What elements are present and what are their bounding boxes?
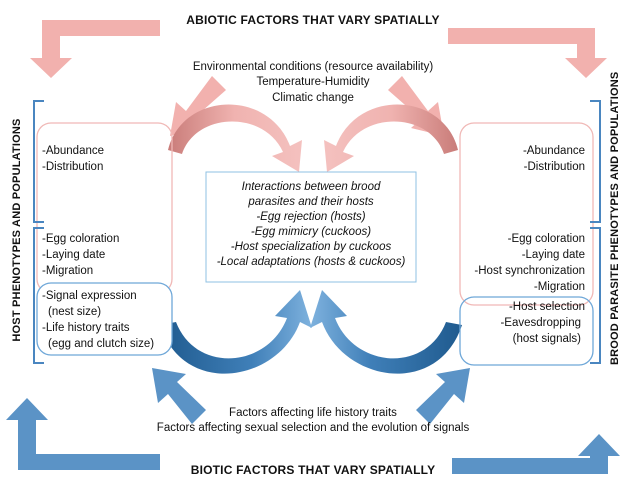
env-line-2: Temperature-Humidity xyxy=(256,76,370,88)
left-nest-size: (nest size) xyxy=(48,306,102,318)
top-title: ABIOTIC FACTORS THAT VARY SPATIALLY xyxy=(186,13,440,27)
right-migration: -Migration xyxy=(533,281,585,293)
env-line-3: Climatic change xyxy=(272,92,354,104)
pink-curved-arrow-left xyxy=(168,104,302,172)
right-distribution: -Distribution xyxy=(523,161,585,173)
left-abundance: -Abundance xyxy=(42,145,105,157)
right-host-selection: -Host selection xyxy=(508,301,585,313)
center-line-1: Interactions between brood xyxy=(241,181,381,193)
right-pink-box xyxy=(459,122,594,306)
bottom-line-2: Factors affecting sexual selection and t… xyxy=(156,422,470,434)
left-egg-coloration: -Egg coloration xyxy=(42,233,120,245)
right-blue-box xyxy=(459,296,594,366)
left-blue-box xyxy=(36,282,173,356)
left-life-history: -Life history traits xyxy=(42,322,130,334)
left-signal-expression: -Signal expression xyxy=(42,290,137,302)
center-box xyxy=(205,171,417,283)
left-bracket-lower xyxy=(33,227,44,364)
bottom-line-1: Factors affecting life history traits xyxy=(229,407,397,419)
center-line-2: parasites and their hosts xyxy=(248,196,374,208)
biotic-arrow-bottom-right xyxy=(452,434,620,474)
left-laying-date: -Laying date xyxy=(42,249,106,261)
left-migration: -Migration xyxy=(42,265,94,277)
right-laying-date: -Laying date xyxy=(521,249,585,261)
abiotic-arrow-diag-left xyxy=(170,76,226,136)
right-eavesdropping: -Eavesdropping xyxy=(500,317,581,329)
right-host-synchronization: -Host synchronization xyxy=(474,265,585,277)
biotic-arrow-diag-right xyxy=(416,368,470,424)
blue-curved-arrow-left xyxy=(160,290,312,374)
abiotic-arrow-top-left xyxy=(30,20,160,78)
env-line-1: Environmental conditions (resource avail… xyxy=(192,61,434,73)
right-abundance: -Abundance xyxy=(522,145,585,157)
bottom-title: BIOTIC FACTORS THAT VARY SPATIALLY xyxy=(190,463,436,477)
left-distribution: -Distribution xyxy=(42,161,104,173)
right-egg-coloration: -Egg coloration xyxy=(507,233,585,245)
right-host-signals: (host signals) xyxy=(512,333,581,345)
center-line-4: -Egg mimicry (cuckoos) xyxy=(250,226,372,238)
center-line-6: -Local adaptations (hosts & cuckoos) xyxy=(216,256,406,268)
center-line-3: -Egg rejection (hosts) xyxy=(256,211,366,223)
blue-curved-arrow-right xyxy=(310,290,462,374)
abiotic-arrow-top-right xyxy=(448,28,607,78)
right-bracket-upper xyxy=(590,100,601,223)
biotic-arrow-diag-left xyxy=(152,368,206,424)
right-bracket-lower xyxy=(590,227,601,364)
right-side-title: BROOD PARASITE PHENOTYPES AND POPULATION… xyxy=(609,71,621,365)
left-side-title: HOST PHENOTYPES AND POPULATIONS xyxy=(11,118,23,342)
biotic-arrow-bottom-left xyxy=(6,398,160,470)
pink-curved-arrow-right xyxy=(324,104,458,172)
center-line-5: -Host specialization by cuckoos xyxy=(230,241,392,253)
left-egg-clutch-size: (egg and clutch size) xyxy=(48,338,155,350)
left-bracket-upper xyxy=(33,100,44,223)
